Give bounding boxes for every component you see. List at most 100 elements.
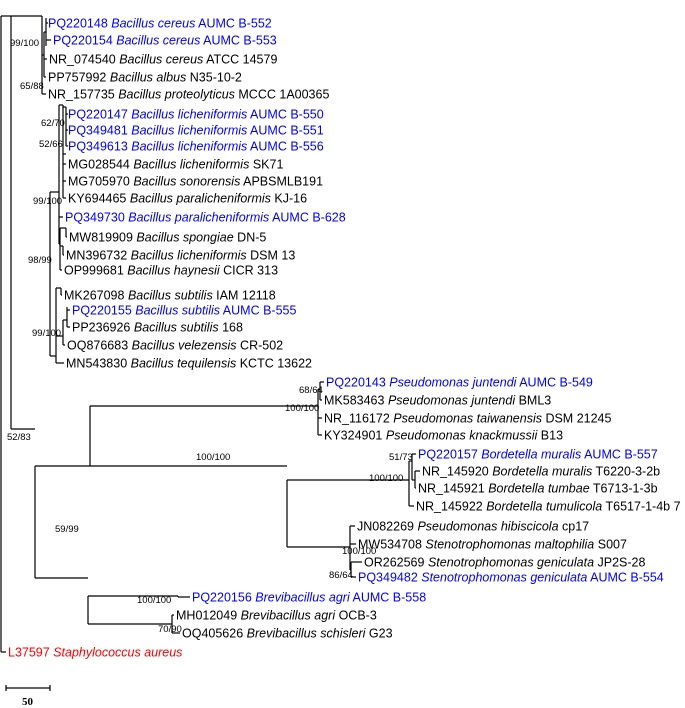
taxon-accession: PQ349482 — [358, 571, 421, 585]
bootstrap-value-b18: 70/90 — [158, 624, 182, 635]
taxon-strain: AUMC B-556 — [247, 140, 323, 154]
taxon-accession: PQ220156 — [192, 591, 255, 605]
taxon-species: Pseudomonas hibiscicola — [417, 520, 558, 534]
taxon-label-t7: PQ349481 Bacillus licheniformis AUMC B-5… — [68, 124, 324, 138]
taxon-accession: PQ220143 — [326, 376, 389, 390]
taxon-accession: MW819909 — [69, 231, 136, 245]
taxon-strain: AUMC B-549 — [516, 376, 592, 390]
taxon-strain: DN-5 — [234, 231, 267, 245]
taxon-strain: JP2S-28 — [594, 556, 645, 570]
taxon-species: Pseudomonas taiwanensis — [393, 412, 542, 426]
taxon-accession: PQ220155 — [72, 304, 135, 318]
taxon-strain: SK71 — [249, 158, 283, 172]
taxon-species: Bacillus cereus — [111, 17, 195, 31]
taxon-strain: 168 — [219, 321, 243, 335]
taxon-accession: NR_145920 — [422, 465, 492, 479]
taxon-label-t15: OP999681 Bacillus haynesii CICR 313 — [64, 264, 278, 278]
taxon-accession: MG705970 — [68, 175, 133, 189]
taxon-label-t26: NR_145920 Bordetella muralis T6220-3-2b — [422, 465, 660, 479]
taxon-label-t16: MK267098 Bacillus subtilis IAM 12118 — [64, 289, 276, 303]
taxon-strain: AUMC B-552 — [195, 17, 271, 31]
taxon-species: Brevibacillus agri — [241, 609, 337, 623]
taxon-accession: OQ876683 — [67, 339, 132, 353]
taxon-strain: DSM 21245 — [542, 412, 612, 426]
taxon-label-t30: MW534708 Stenotrophomonas maltophilia S0… — [358, 538, 627, 552]
taxon-species: Bacillus cereus — [116, 34, 200, 48]
taxon-species: Bacillus subtilis — [135, 304, 220, 318]
taxon-accession: MK267098 — [64, 289, 128, 303]
bootstrap-value-b9: 68/64 — [299, 385, 323, 396]
taxon-accession: MN543830 — [66, 357, 131, 371]
tree-branches — [0, 15, 420, 653]
taxon-label-t33: PQ220156 Brevibacillus agri AUMC B-558 — [192, 591, 426, 605]
taxon-species: Stenotrophomonas geniculata — [421, 571, 587, 585]
taxon-species: Bacillus paralicheniformis — [128, 211, 269, 225]
taxon-strain: AUMC B-553 — [200, 34, 276, 48]
taxon-label-t8: PQ349613 Bacillus licheniformis AUMC B-5… — [68, 140, 324, 154]
taxon-species: Pseudomonas knackmussii — [386, 429, 539, 443]
taxon-species: Bacillus paralicheniformis — [130, 192, 271, 206]
taxon-species: Bacillus spongiae — [136, 231, 233, 245]
taxon-accession: PQ220147 — [68, 108, 131, 122]
taxon-label-t2: PQ220154 Bacillus cereus AUMC B-553 — [53, 34, 277, 48]
taxon-species: Bacillus licheniformis — [133, 158, 249, 172]
taxon-species: Bacillus tequilensis — [131, 357, 237, 371]
taxon-label-t1: PQ220148 Bacillus cereus AUMC B-552 — [48, 17, 272, 31]
taxon-strain: CICR 313 — [220, 264, 278, 278]
taxon-species: Brevibacillus agri — [255, 591, 351, 605]
taxon-species: Bordetella tumulicola — [486, 500, 602, 514]
taxon-label-t35: OQ405626 Brevibacillus schisleri G23 — [182, 627, 393, 641]
bootstrap-value-b10: 100/100 — [285, 403, 319, 414]
taxon-accession: KY694465 — [68, 192, 130, 206]
taxon-accession: PP757992 — [48, 71, 110, 85]
taxon-accession: OQ405626 — [182, 627, 247, 641]
taxon-label-t17: PQ220155 Bacillus subtilis AUMC B-555 — [72, 304, 296, 318]
taxon-accession: OR262569 — [364, 556, 428, 570]
taxon-label-t23: NR_116172 Pseudomonas taiwanensis DSM 21… — [324, 412, 611, 426]
taxon-accession: NR_074540 — [49, 53, 119, 67]
taxon-accession: NR_145922 — [416, 500, 486, 514]
bootstrap-value-b3: 62/70 — [41, 118, 65, 129]
bootstrap-value-b15: 86/64 — [329, 570, 353, 581]
taxon-species: Bordetella tumbae — [488, 482, 590, 496]
taxon-accession: PQ220148 — [48, 17, 111, 31]
taxon-strain: AUMC B-558 — [350, 591, 426, 605]
taxon-accession: KY324901 — [324, 429, 386, 443]
taxon-strain: AUMC B-555 — [220, 304, 296, 318]
taxon-species: Bacillus sonorensis — [133, 175, 240, 189]
taxon-species: Bacillus licheniformis — [131, 249, 247, 263]
taxon-strain: S007 — [594, 538, 627, 552]
taxon-species: Bacillus licheniformis — [131, 108, 247, 122]
taxon-accession: NR_157735 — [48, 88, 118, 102]
taxon-label-t28: NR_145922 Bordetella tumulicola T6517-1-… — [416, 500, 681, 514]
bootstrap-value-b6: 98/99 — [28, 255, 52, 266]
taxon-label-t19: OQ876683 Bacillus velezensis CR-502 — [67, 339, 283, 353]
taxon-strain: AUMC B-550 — [247, 108, 323, 122]
tip-labels: PQ220148 Bacillus cereus AUMC B-552PQ220… — [8, 17, 681, 660]
taxon-species: Bacillus subtilis — [128, 289, 213, 303]
taxon-accession: PQ220157 — [418, 448, 481, 462]
taxon-label-t10: MG705970 Bacillus sonorensis APBSMLB191 — [68, 175, 323, 189]
taxon-label-t34: MH012049 Brevibacillus agri OCB-3 — [176, 609, 377, 623]
taxon-label-t5: NR_157735 Bacillus proteolyticus MCCC 1A… — [48, 88, 329, 102]
taxon-strain: CR-502 — [237, 339, 284, 353]
taxon-label-t31: OR262569 Stenotrophomonas geniculata JP2… — [364, 556, 645, 570]
taxon-accession: PQ349613 — [68, 140, 131, 154]
taxon-strain: KJ-16 — [271, 192, 307, 206]
taxon-accession: MK583463 — [324, 394, 388, 408]
taxon-accession: JN082269 — [357, 520, 417, 534]
taxon-accession: PQ349730 — [65, 211, 128, 225]
taxon-label-t20: MN543830 Bacillus tequilensis KCTC 13622 — [66, 357, 312, 371]
taxon-label-t21: PQ220143 Pseudomonas juntendi AUMC B-549 — [326, 376, 593, 390]
taxon-strain: AUMC B-551 — [247, 124, 323, 138]
taxon-label-t22: MK583463 Pseudomonas juntendi BML3 — [324, 394, 551, 408]
taxon-accession: MW534708 — [358, 538, 425, 552]
taxon-species: Staphylococcus aureus — [53, 646, 182, 660]
bootstrap-value-b7: 99/100 — [32, 328, 61, 339]
taxon-strain: cp17 — [559, 520, 590, 534]
taxon-label-t11: KY694465 Bacillus paralicheniformis KJ-1… — [68, 192, 307, 206]
taxon-accession: MH012049 — [176, 609, 241, 623]
bootstrap-value-b1: 99/100 — [10, 38, 39, 49]
taxon-label-t3: NR_074540 Bacillus cereus ATCC 14579 — [49, 53, 277, 67]
